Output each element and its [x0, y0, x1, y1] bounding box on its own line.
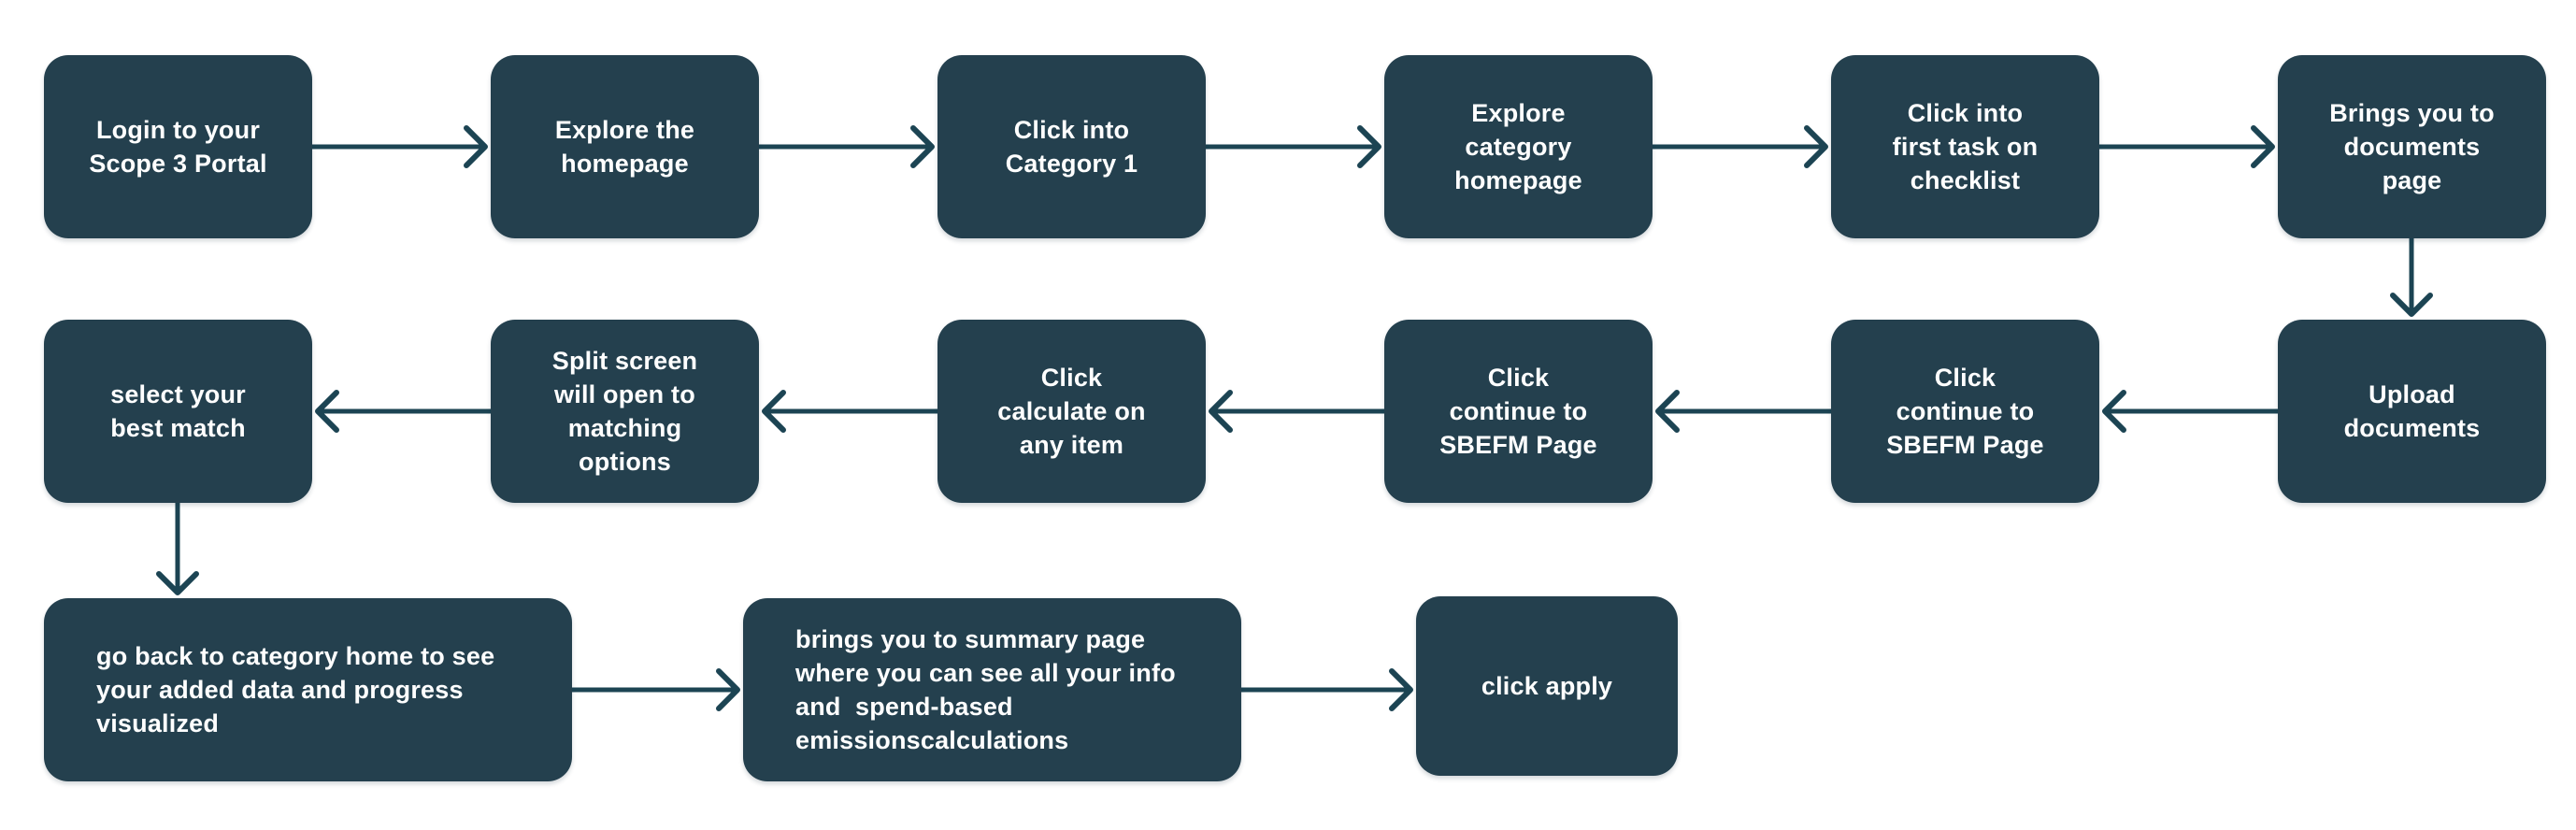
flow-node-label: brings you to summary page where you can… — [795, 625, 1176, 754]
arrow-click-calculate-to-split-screen — [762, 390, 940, 433]
arrow-split-screen-to-select-best-match — [315, 390, 494, 433]
arrow-select-best-match-to-go-back — [156, 500, 199, 595]
arrow-category-1-to-category-homepage — [1203, 125, 1381, 168]
arrow-login-to-explore-homepage — [309, 125, 488, 168]
flow-node-label: Click into Category 1 — [1005, 116, 1138, 178]
flow-node-brings-documents-page: Brings you to documents page — [2278, 55, 2546, 238]
arrowhead-right-icon — [910, 125, 935, 168]
arrow-go-back-to-summary-page — [569, 668, 740, 711]
flow-node-label: Click continue to SBEFM Page — [1439, 364, 1597, 459]
flow-node-label: Explore the homepage — [554, 116, 695, 178]
arrowhead-right-icon — [1357, 125, 1381, 168]
flow-node-upload-documents: Upload documents — [2278, 320, 2546, 503]
arrowhead-left-icon — [2102, 390, 2126, 433]
flow-node-label: Split screen will open to matching optio… — [551, 347, 698, 476]
flow-node-click-calculate-any-item: Click calculate on any item — [937, 320, 1206, 503]
arrowhead-right-icon — [464, 125, 488, 168]
arrowhead-left-icon — [762, 390, 786, 433]
arrow-summary-page-to-click-apply — [1238, 668, 1413, 711]
arrowhead-right-icon — [2251, 125, 2275, 168]
arrow-category-homepage-to-first-task — [1650, 125, 1828, 168]
flow-node-label: Brings you to documents page — [2329, 99, 2495, 194]
flow-node-label: Click calculate on any item — [997, 364, 1146, 459]
arrowhead-right-icon — [716, 668, 740, 711]
flow-node-label: select your best match — [110, 380, 246, 442]
arrow-documents-page-to-upload-documents — [2390, 236, 2433, 317]
arrow-continue-sbefm-1-to-continue-sbefm-2 — [1655, 390, 1834, 433]
flow-node-continue-sbefm-1: Click continue to SBEFM Page — [1831, 320, 2099, 503]
flow-node-label: Login to your Scope 3 Portal — [89, 116, 267, 178]
flow-node-explore-category-homepage: Explore category homepage — [1384, 55, 1653, 238]
flow-node-click-apply: click apply — [1416, 596, 1678, 776]
flow-node-go-back-category-home: go back to category home to see your add… — [44, 598, 572, 781]
arrow-continue-sbefm-2-to-click-calculate — [1209, 390, 1387, 433]
flow-node-label: Explore category homepage — [1454, 99, 1582, 194]
flow-node-select-best-match: select your best match — [44, 320, 312, 503]
flow-node-click-first-task: Click into first task on checklist — [1831, 55, 2099, 238]
flow-node-label: Click continue to SBEFM Page — [1886, 364, 2044, 459]
arrowhead-right-icon — [1389, 668, 1413, 711]
arrowhead-left-icon — [1209, 390, 1233, 433]
flow-node-label: click apply — [1481, 672, 1613, 700]
flow-node-summary-page: brings you to summary page where you can… — [743, 598, 1241, 781]
flow-node-explore-homepage: Explore the homepage — [491, 55, 759, 238]
arrow-upload-documents-to-continue-sbefm-1 — [2102, 390, 2281, 433]
arrowhead-down-icon — [2390, 293, 2433, 317]
arrowhead-left-icon — [315, 390, 339, 433]
flow-node-split-screen-matching: Split screen will open to matching optio… — [491, 320, 759, 503]
flow-node-login-scope3-portal: Login to your Scope 3 Portal — [44, 55, 312, 238]
arrowhead-down-icon — [156, 571, 199, 595]
arrow-explore-homepage-to-category-1 — [756, 125, 935, 168]
flow-node-label: Click into first task on checklist — [1892, 99, 2039, 194]
flow-node-label: Upload documents — [2343, 380, 2481, 442]
arrow-first-task-to-documents-page — [2097, 125, 2275, 168]
arrowhead-right-icon — [1804, 125, 1828, 168]
flow-node-click-into-category-1: Click into Category 1 — [937, 55, 1206, 238]
arrowhead-left-icon — [1655, 390, 1680, 433]
flow-node-continue-sbefm-2: Click continue to SBEFM Page — [1384, 320, 1653, 503]
flow-node-label: go back to category home to see your add… — [96, 642, 495, 737]
